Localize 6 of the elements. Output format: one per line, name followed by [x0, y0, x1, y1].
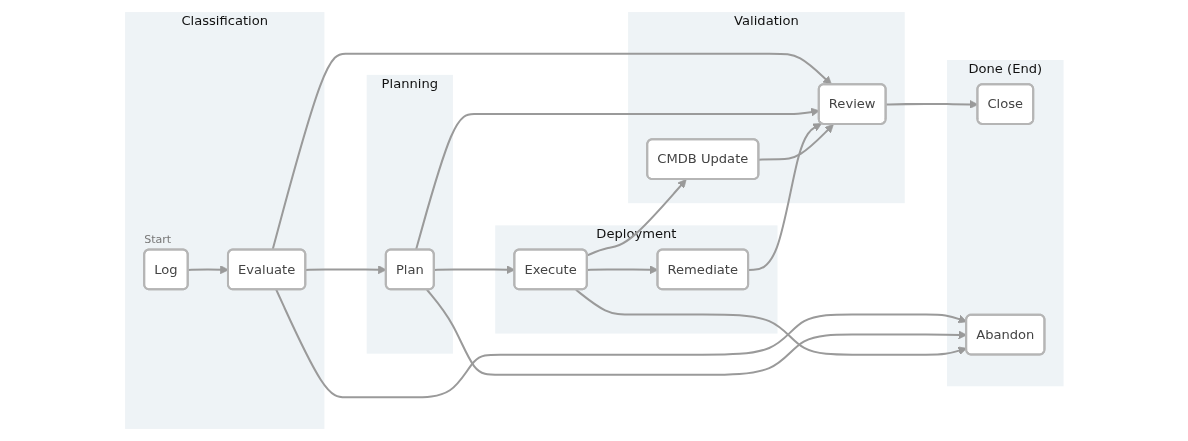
- arrow: [748, 123, 822, 271]
- arrow: [758, 124, 834, 161]
- arrow: [885, 100, 978, 109]
- arrow: [586, 179, 687, 257]
- arrow: [433, 265, 515, 275]
- start-label: Start: [143, 233, 171, 247]
